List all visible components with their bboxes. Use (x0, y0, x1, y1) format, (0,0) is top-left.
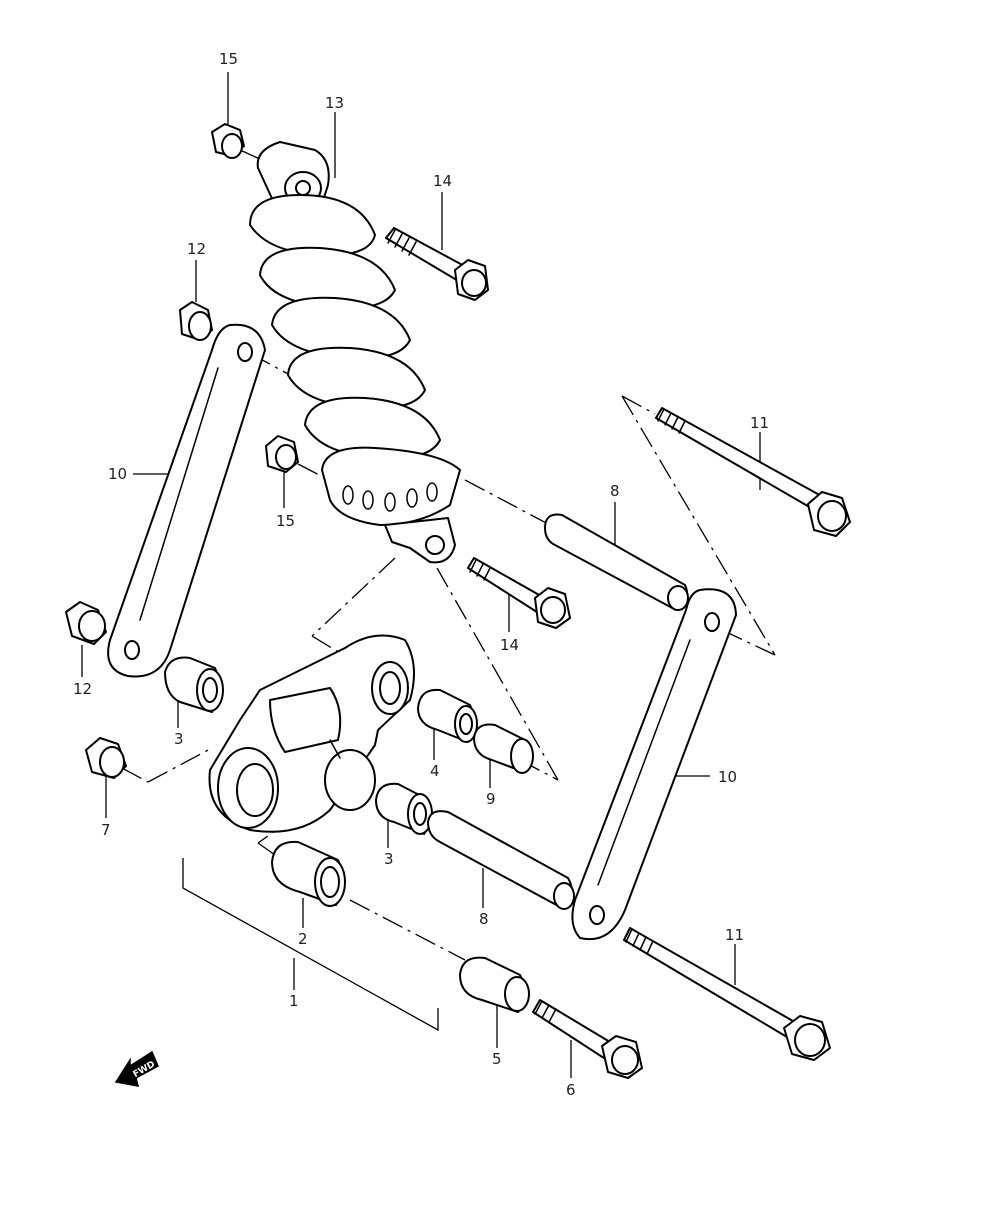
tie-rod-10-left[interactable] (107, 323, 266, 678)
spacer-4[interactable] (417, 688, 478, 743)
collar-5[interactable] (459, 956, 530, 1013)
bushing-3-bottom[interactable] (375, 782, 433, 835)
bushing-3-top[interactable] (164, 656, 224, 713)
tie-rod-10-right[interactable] (571, 588, 737, 941)
callout-4: 4 (430, 762, 440, 780)
collar-9[interactable] (473, 723, 534, 774)
callout-15-top: 15 (219, 50, 238, 68)
callout-3-top: 3 (174, 730, 184, 748)
callout-11-top: 11 (750, 414, 769, 432)
callout-14-mid: 14 (500, 636, 519, 654)
callout-12-top: 12 (187, 240, 206, 258)
bolt-6[interactable] (532, 999, 643, 1079)
callout-9: 9 (486, 790, 496, 808)
collar-8-bottom[interactable] (427, 810, 575, 910)
shock-absorber[interactable] (249, 141, 461, 564)
bolt-14-mid[interactable] (467, 557, 571, 629)
nut-7[interactable] (85, 737, 127, 779)
callout-13: 13 (325, 94, 344, 112)
callout-12-bottom: 12 (73, 680, 92, 698)
bolt-14-top[interactable] (385, 227, 489, 301)
nut-15-mid[interactable] (265, 435, 299, 473)
collar-8-top[interactable] (544, 513, 689, 611)
callout-7: 7 (101, 821, 111, 839)
callout-10-right: 10 (718, 768, 737, 786)
callout-8-top: 8 (610, 482, 620, 500)
nut-12-top[interactable] (179, 301, 213, 341)
callout-2: 2 (298, 930, 308, 948)
bolt-11-bottom[interactable] (623, 927, 831, 1061)
callout-6: 6 (566, 1081, 576, 1099)
fwd-arrow-icon: FWD (114, 1050, 159, 1087)
nut-15-top[interactable] (211, 123, 245, 159)
cushion-lever[interactable] (208, 634, 415, 833)
callout-15-mid: 15 (276, 512, 295, 530)
callout-5: 5 (492, 1050, 502, 1068)
callout-3-bottom: 3 (384, 850, 394, 868)
callout-labels: 15 13 14 12 10 15 11 8 14 12 3 4 9 7 3 1… (73, 50, 769, 1099)
bushing-2[interactable] (271, 840, 346, 907)
callout-11-bottom: 11 (725, 926, 744, 944)
callout-14-top: 14 (433, 172, 452, 190)
bolt-11-top[interactable] (655, 407, 851, 537)
nut-12-bottom[interactable] (65, 601, 107, 645)
callout-1: 1 (289, 992, 299, 1010)
callout-8-bottom: 8 (479, 910, 489, 928)
callout-10-left: 10 (108, 465, 127, 483)
